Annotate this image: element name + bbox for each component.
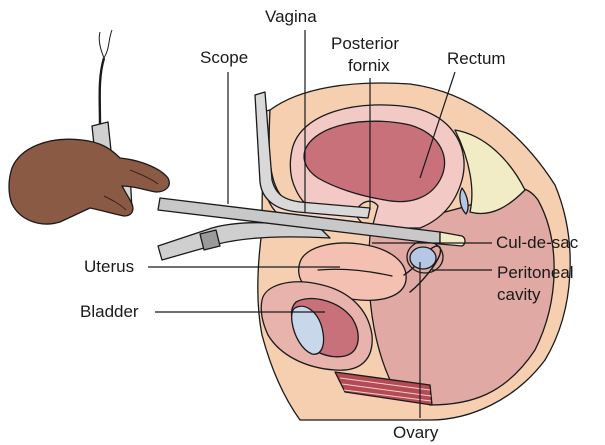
- ovary-shape: [410, 247, 436, 269]
- label-uterus: Uterus: [84, 257, 134, 276]
- label-fornix: fornix: [348, 56, 390, 75]
- light-cable-wire: [99, 30, 112, 58]
- label-bladder: Bladder: [80, 302, 139, 321]
- label-vagina: Vagina: [265, 7, 317, 26]
- label-cul-de-sac: Cul-de-sac: [496, 233, 579, 252]
- hand: [9, 139, 169, 224]
- speculum-lower-blade-detail: [200, 230, 220, 250]
- label-cavity: cavity: [497, 285, 541, 304]
- label-ovary: Ovary: [393, 423, 439, 442]
- label-scope: Scope: [200, 48, 248, 67]
- label-rectum: Rectum: [447, 49, 506, 68]
- label-peritoneal: Peritoneal: [497, 263, 574, 282]
- light-cable[interactable]: [100, 58, 104, 124]
- label-posterior: Posterior: [331, 34, 399, 53]
